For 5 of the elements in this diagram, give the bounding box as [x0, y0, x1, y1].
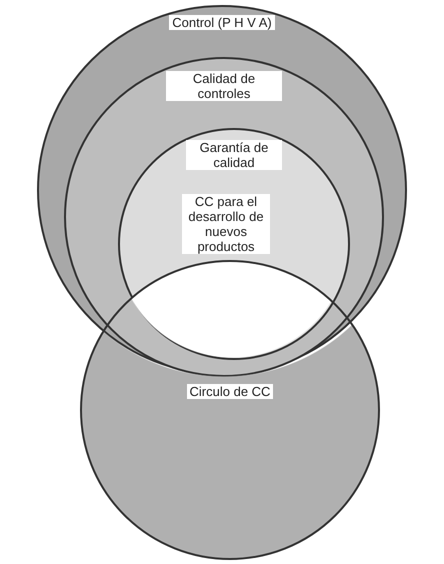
circle-label: Garantía de calidad: [186, 140, 282, 170]
region-label: CC para el desarrollo de nuevos productos: [182, 194, 270, 254]
circle-label: Calidad de controles: [166, 71, 282, 101]
circle-label: Control (P H V A): [169, 15, 275, 30]
circle-label: Circulo de CC: [186, 384, 274, 399]
